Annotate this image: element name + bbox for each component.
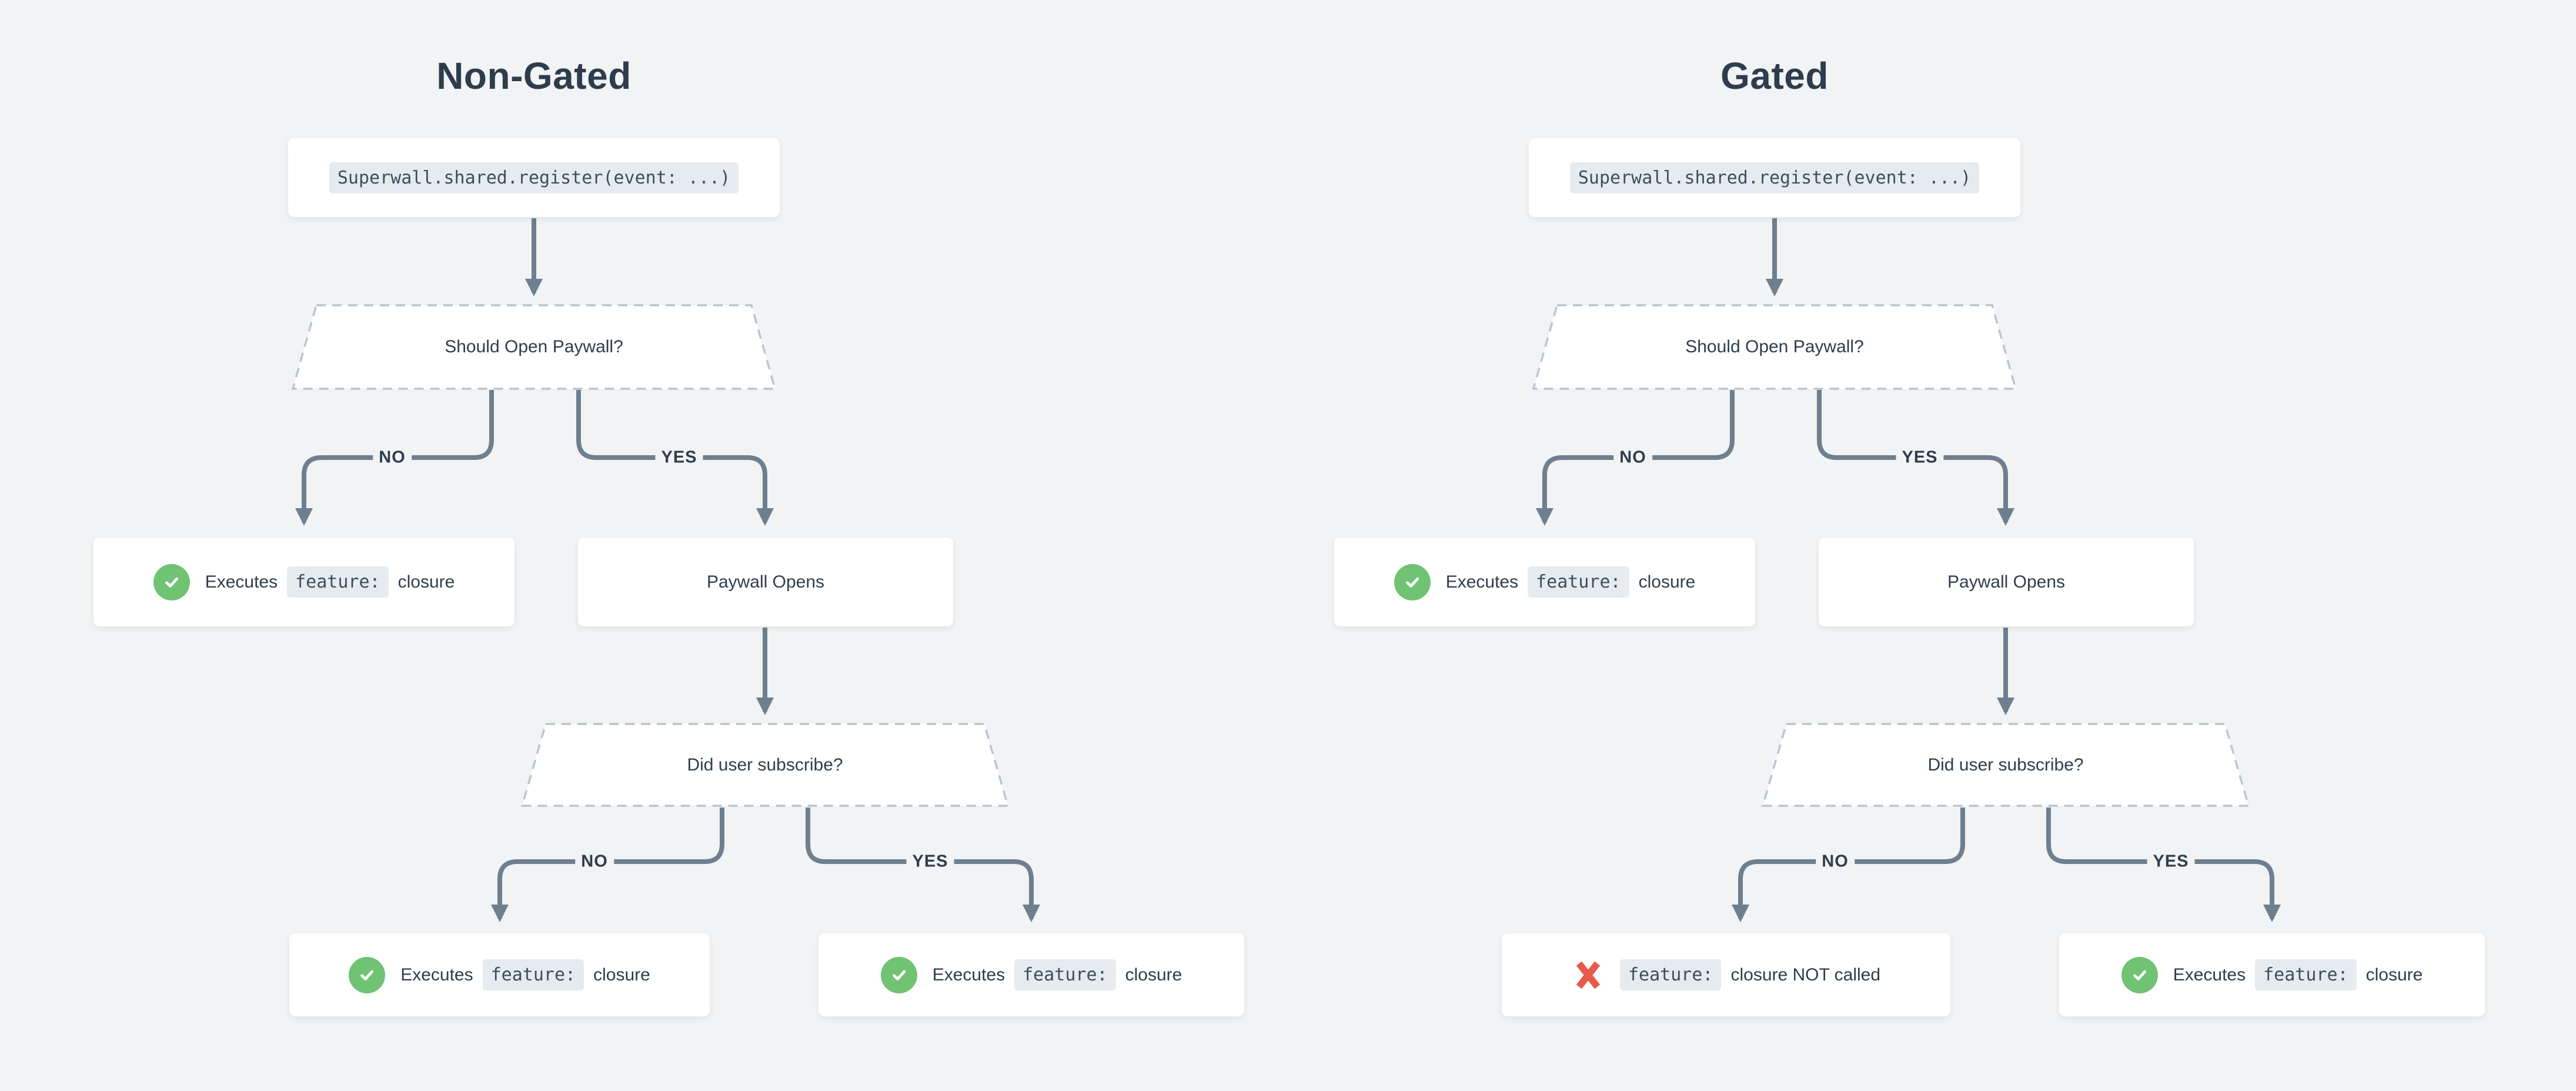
result-suffix: closure NOT called [1730, 965, 1881, 985]
dashed-trapezoid-shape [1532, 304, 2017, 390]
branch-label-yes: YES [2147, 849, 2195, 874]
decision-did-user-subscribe: Did user subscribe? [1762, 723, 2250, 807]
paywall-opens-label: Paywall Opens [706, 572, 825, 592]
decision-did-user-subscribe: Did user subscribe? [521, 723, 1009, 807]
branch-label-no: NO [1816, 849, 1855, 874]
result-line: Executes feature: closure [153, 563, 455, 600]
feature-chip: feature: [1528, 566, 1629, 598]
result-not-subscribed-node: feature: closure NOT called [1502, 933, 1950, 1016]
branch-label-yes: YES [655, 445, 703, 470]
decision-label: Did user subscribe? [687, 755, 843, 775]
check-circle-icon [349, 956, 386, 993]
decision-label: Should Open Paywall? [1685, 337, 1864, 356]
decision-label: Should Open Paywall? [445, 337, 623, 356]
branch-label-no: NO [1613, 445, 1652, 470]
paywall-opens-node: Paywall Opens [1819, 538, 2194, 626]
branch-label-no: NO [373, 445, 412, 470]
branch-label-yes: YES [906, 849, 954, 874]
check-circle-icon [1394, 563, 1431, 600]
check-circle-icon [2121, 956, 2158, 993]
result-line: Executes feature: closure [880, 956, 1182, 993]
flowchart-gated: Gated Superwall.shared.register(event: .… [1241, 0, 2576, 1091]
decision-should-open-paywall: Should Open Paywall? [292, 304, 776, 390]
result-prefix: Executes [400, 965, 473, 985]
result-line: Executes feature: closure [349, 956, 650, 993]
result-prefix: Executes [2173, 965, 2246, 985]
result-no-paywall-node: Executes feature: closure [93, 538, 514, 626]
result-line: Executes feature: closure [2121, 956, 2423, 993]
paywall-opens-label: Paywall Opens [1947, 572, 2066, 592]
feature-chip: feature: [1014, 959, 1116, 990]
dashed-trapezoid-shape [521, 723, 1009, 807]
result-suffix: closure [1125, 965, 1182, 985]
result-suffix: closure [2365, 965, 2423, 985]
feature-chip: feature: [2255, 959, 2357, 990]
result-suffix: closure [1638, 572, 1696, 592]
branch-label-no: NO [575, 849, 614, 874]
result-not-subscribed-node: Executes feature: closure [289, 933, 710, 1016]
result-subscribed-node: Executes feature: closure [2059, 933, 2485, 1016]
chart-title: Non-Gated [436, 55, 632, 97]
decision-should-open-paywall: Should Open Paywall? [1532, 304, 2017, 390]
feature-chip: feature: [287, 566, 389, 598]
paywall-opens-node: Paywall Opens [578, 538, 953, 626]
feature-chip: feature: [1619, 959, 1722, 990]
result-prefix: Executes [932, 965, 1005, 985]
result-line: Executes feature: closure [1394, 563, 1696, 600]
dashed-trapezoid-shape [1762, 723, 2250, 807]
decision-label: Did user subscribe? [1927, 755, 2084, 775]
result-suffix: closure [397, 572, 455, 592]
register-code-node: Superwall.shared.register(event: ...) [1529, 138, 2020, 217]
check-circle-icon [153, 563, 190, 600]
code-snippet: Superwall.shared.register(event: ...) [329, 162, 739, 193]
result-line: feature: closure NOT called [1572, 957, 1880, 993]
dashed-trapezoid-shape [292, 304, 776, 390]
feature-chip: feature: [482, 959, 584, 990]
chart-title: Gated [1720, 55, 1829, 97]
code-snippet: Superwall.shared.register(event: ...) [1569, 162, 1980, 193]
register-code-node: Superwall.shared.register(event: ...) [288, 138, 780, 217]
result-prefix: Executes [1445, 572, 1519, 592]
x-mark-icon [1572, 957, 1605, 993]
flowchart-non-gated: Non-Gated Superwall.shared.register(even… [93, 55, 1244, 1016]
result-suffix: closure [593, 965, 650, 985]
branch-label-yes: YES [1896, 445, 1944, 470]
check-circle-icon [880, 956, 917, 993]
result-subscribed-node: Executes feature: closure [818, 933, 1244, 1016]
result-no-paywall-node: Executes feature: closure [1334, 538, 1755, 626]
result-prefix: Executes [205, 572, 278, 592]
